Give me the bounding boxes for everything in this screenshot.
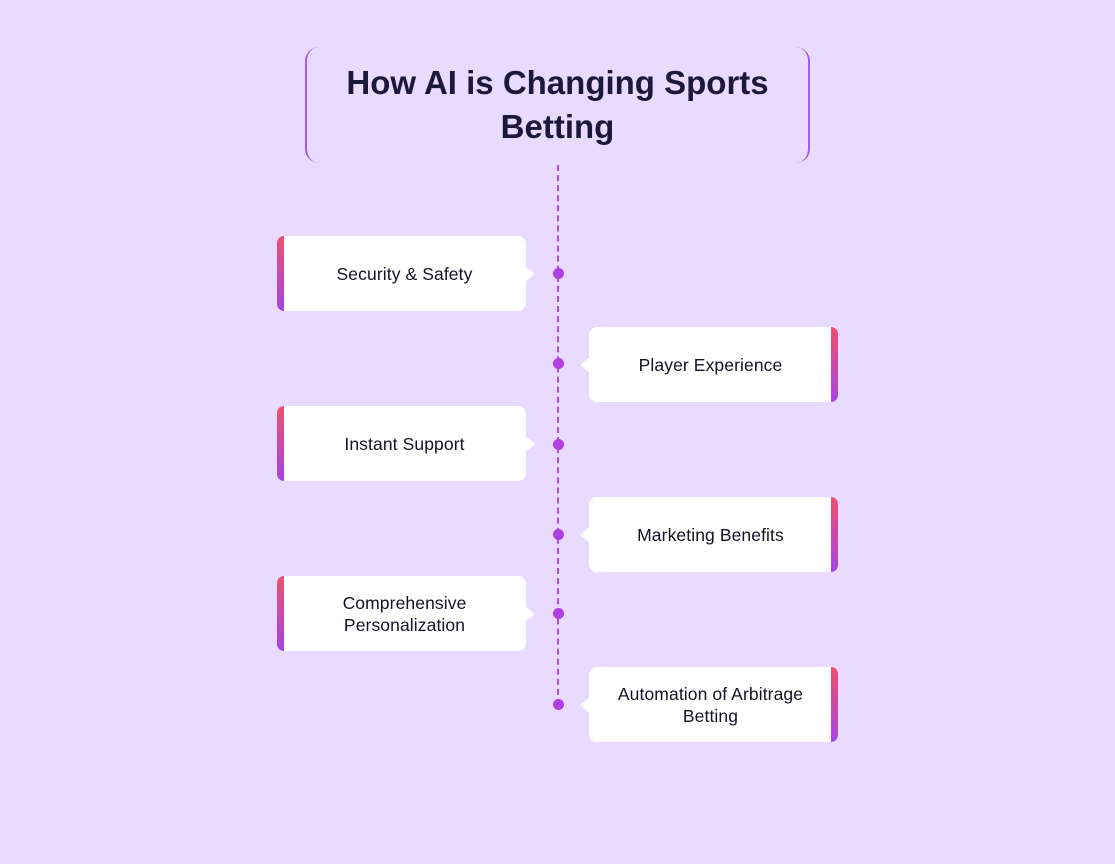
card-comprehensive-personalization: Comprehensive Personalization: [277, 576, 535, 651]
timeline-dot-1: [553, 268, 564, 279]
timeline-dot-5: [553, 608, 564, 619]
timeline-dot-2: [553, 358, 564, 369]
card-accent-bar: [277, 576, 284, 651]
card-accent-bar: [277, 236, 284, 311]
timeline-dot-4: [553, 529, 564, 540]
timeline-connector: [557, 165, 559, 705]
card-accent-bar: [831, 667, 838, 742]
card-marketing-benefits: Marketing Benefits: [580, 497, 838, 572]
card-pointer: [525, 435, 535, 452]
card-label: Marketing Benefits: [637, 524, 784, 545]
card-instant-support: Instant Support: [277, 406, 535, 481]
card-automation-arbitrage-betting: Automation of Arbitrage Betting: [580, 667, 838, 742]
card-label: Player Experience: [638, 354, 783, 375]
timeline-dot-3: [553, 439, 564, 450]
card-security-safety: Security & Safety: [277, 236, 535, 311]
card-accent-bar: [277, 406, 284, 481]
card-pointer: [525, 605, 535, 622]
card-label: Instant Support: [344, 433, 465, 454]
card-pointer: [580, 696, 590, 713]
card-pointer: [580, 356, 590, 373]
timeline-dot-6: [553, 699, 564, 710]
card-label: Security & Safety: [336, 263, 473, 284]
card-accent-bar: [831, 327, 838, 402]
diagram-title: How AI is Changing Sports Betting: [346, 64, 769, 145]
card-label: Comprehensive Personalization: [342, 592, 467, 635]
card-label: Automation of Arbitrage Betting: [617, 683, 804, 726]
card-accent-bar: [831, 497, 838, 572]
card-pointer: [525, 265, 535, 282]
card-player-experience: Player Experience: [580, 327, 838, 402]
card-pointer: [580, 526, 590, 543]
title-box: How AI is Changing Sports Betting: [305, 47, 810, 163]
